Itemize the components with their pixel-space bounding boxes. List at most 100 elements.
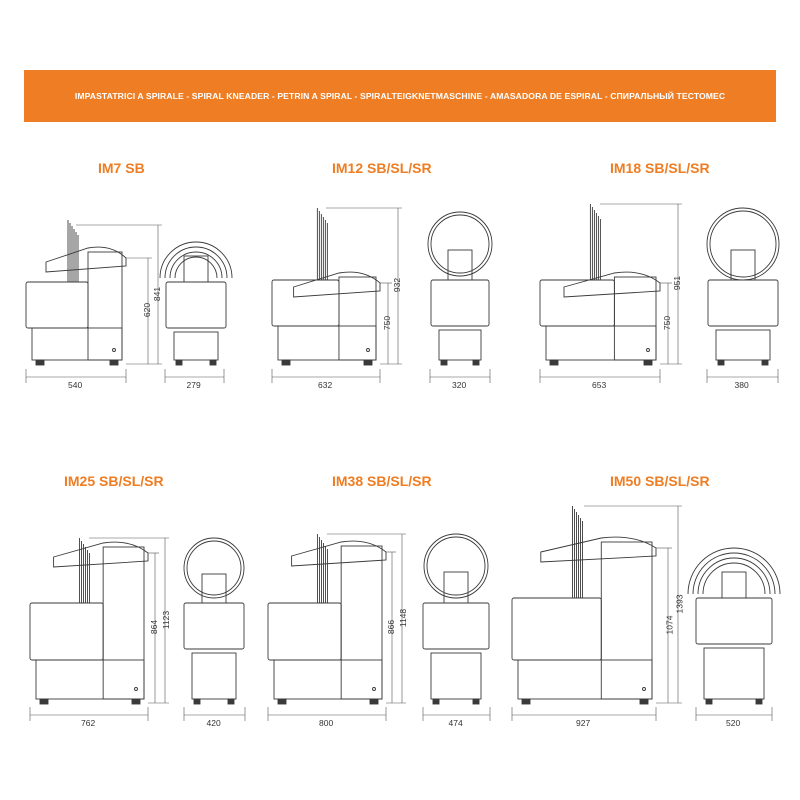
width-label: 632	[318, 380, 333, 390]
foot	[175, 359, 183, 366]
bowl-outline	[29, 602, 104, 661]
base-cabinet	[517, 659, 653, 700]
foot	[35, 359, 45, 366]
front-bowl	[707, 279, 779, 327]
foot	[472, 698, 480, 705]
model-1	[271, 207, 493, 383]
mixer-head	[291, 540, 387, 567]
foot	[472, 359, 480, 366]
total-height-label: 841	[152, 286, 163, 301]
inner-height-label: 864	[149, 619, 160, 635]
front-bowl	[183, 602, 245, 650]
foot	[369, 698, 379, 705]
front-view	[427, 211, 493, 366]
depth-label: 279	[186, 380, 201, 390]
depth-label: 474	[448, 718, 463, 728]
control-knob	[112, 348, 116, 352]
mixer-head	[540, 536, 657, 563]
front-head	[721, 571, 747, 599]
base-cabinet	[545, 325, 657, 361]
front-view	[159, 241, 233, 366]
base-cabinet	[31, 327, 123, 361]
mixer-head	[53, 541, 149, 568]
guard-dome	[183, 537, 245, 599]
foot	[549, 359, 559, 366]
width-label: 540	[68, 380, 83, 390]
column-body	[600, 541, 653, 700]
total-height-label: 1123	[161, 610, 172, 629]
foot	[193, 698, 201, 705]
width-label: 653	[592, 380, 607, 390]
dimension-lines	[271, 207, 491, 383]
control-knob	[372, 687, 376, 691]
base-cabinet	[273, 659, 383, 700]
width-label: 800	[319, 718, 334, 728]
mixer-head	[293, 271, 381, 298]
foot	[440, 359, 448, 366]
guard-cage-arc	[164, 246, 228, 279]
guard-cage-arc	[697, 557, 771, 595]
inner-height-label: 866	[386, 619, 397, 634]
model-title: IM50 SB/SL/SR	[610, 473, 710, 489]
foot	[705, 698, 713, 705]
control-knob	[134, 687, 138, 691]
foot	[39, 698, 49, 705]
guard-cage-arc	[169, 251, 223, 279]
front-view	[183, 537, 245, 705]
guard-dome	[427, 211, 493, 277]
guard-cage-arc	[692, 552, 776, 595]
model-title: IM25 SB/SL/SR	[64, 473, 164, 489]
guard-cage-arc	[174, 256, 218, 279]
foot	[432, 698, 440, 705]
control-knob	[366, 348, 370, 352]
front-head	[183, 255, 209, 283]
model-title: IM18 SB/SL/SR	[610, 160, 710, 176]
depth-label: 320	[452, 380, 467, 390]
model-2	[539, 203, 780, 383]
front-bowl	[165, 281, 227, 329]
side-view	[511, 506, 657, 705]
side-view	[29, 538, 149, 705]
column-body	[87, 251, 123, 361]
column-body	[102, 546, 145, 700]
model-title: IM12 SB/SL/SR	[332, 160, 432, 176]
front-base	[430, 652, 482, 700]
guard-dome-inner	[426, 536, 486, 596]
total-height-label: 951	[672, 275, 683, 291]
front-head	[201, 573, 227, 604]
inner-height-label: 750	[662, 315, 673, 330]
dimension-lines	[539, 203, 779, 383]
column-body	[613, 276, 657, 361]
mixer-head	[45, 246, 127, 273]
header-banner: IMPASTATRICI A SPIRALE - SPIRAL KNEADER …	[24, 70, 776, 122]
front-view	[422, 533, 490, 705]
inner-height-label: 750	[382, 315, 393, 330]
model-5	[511, 505, 781, 721]
foot	[717, 359, 725, 366]
banner-title: IMPASTATRICI A SPIRALE - SPIRAL KNEADER …	[74, 91, 726, 101]
foot	[281, 359, 291, 366]
inner-height-label: 1074	[664, 615, 675, 634]
side-view	[25, 220, 127, 366]
front-bowl	[695, 597, 773, 645]
depth-label: 520	[726, 718, 741, 728]
guard-cage-arc	[687, 547, 781, 595]
mixer-head	[563, 271, 661, 298]
foot	[521, 698, 531, 705]
bowl-outline	[511, 597, 602, 661]
front-base	[703, 647, 765, 700]
guard-cage-arc	[702, 562, 766, 595]
control-knob	[646, 348, 650, 352]
bowl-outline	[539, 279, 615, 327]
control-knob	[642, 687, 646, 691]
depth-label: 420	[206, 718, 221, 728]
total-height-label: 1148	[398, 608, 409, 627]
side-view	[271, 208, 381, 366]
guard-dome-inner	[186, 540, 242, 596]
front-view	[706, 207, 780, 366]
dimension-lines	[25, 224, 225, 383]
foot	[363, 359, 373, 366]
column-body	[338, 276, 377, 361]
foot	[109, 359, 119, 366]
